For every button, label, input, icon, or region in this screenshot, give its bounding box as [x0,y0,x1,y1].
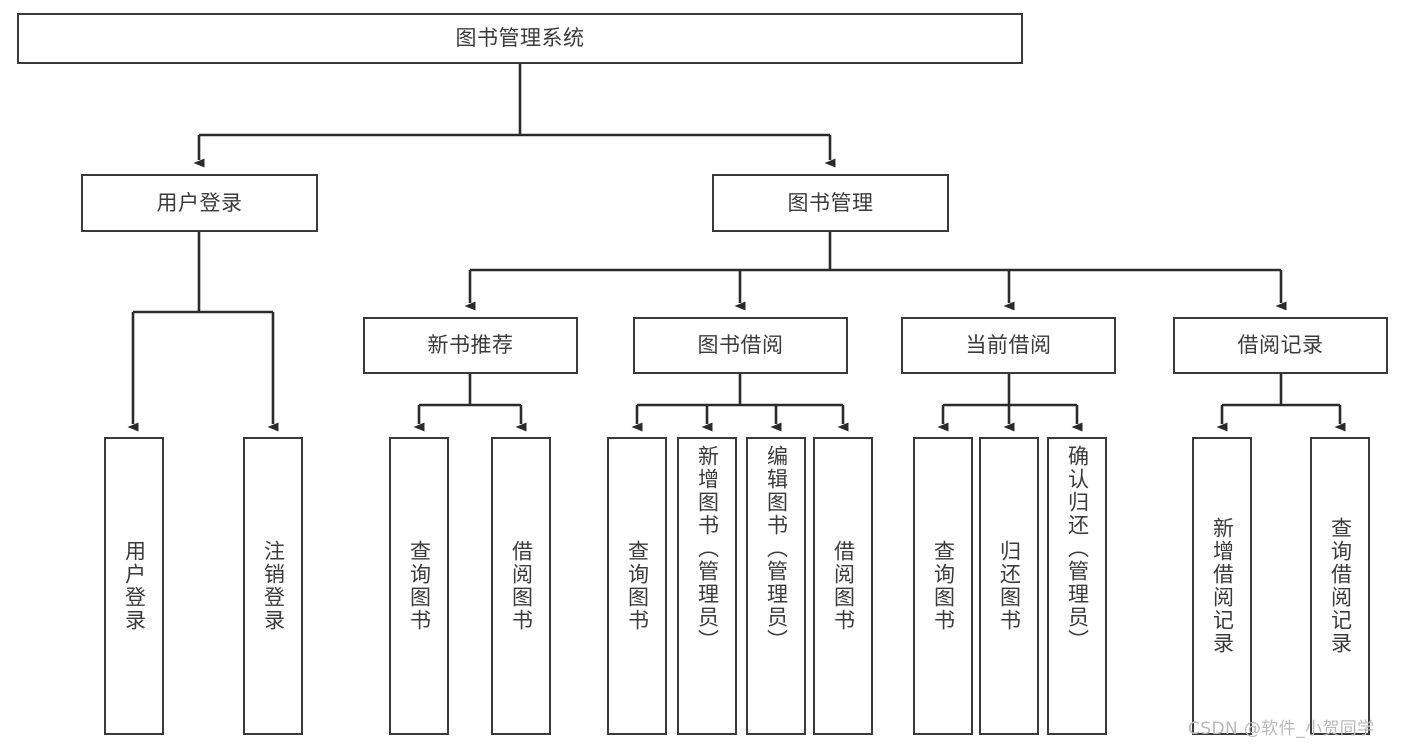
leaf-add-record[interactable]: 新增借阅记录 [1192,437,1252,735]
leaf-query-book-2[interactable]: 查询图书 [607,437,667,735]
node-user-login[interactable]: 用户登录 [81,174,318,232]
leaf-return-book[interactable]: 归还图书 [979,437,1039,735]
leaf-edit-book-label: 编辑图书（管理员） [764,445,789,652]
leaf-query-book-1-label: 查询图书 [407,540,432,632]
leaf-query-record-label: 查询借阅记录 [1328,517,1353,655]
leaf-borrow-book-1[interactable]: 借阅图书 [491,437,551,735]
leaf-logout-login-label: 注销登录 [261,540,286,632]
leaf-query-book-2-label: 查询图书 [625,540,650,632]
node-book-manage[interactable]: 图书管理 [712,174,949,232]
leaf-borrow-book-2-label: 借阅图书 [831,540,856,632]
leaf-return-book-label: 归还图书 [997,540,1022,632]
node-borrow-record[interactable]: 借阅记录 [1173,317,1388,374]
leaf-confirm-return[interactable]: 确认归还（管理员） [1047,437,1107,735]
leaf-logout-login[interactable]: 注销登录 [243,437,303,735]
leaf-add-book-label: 新增图书（管理员） [695,445,720,652]
leaf-add-book[interactable]: 新增图书（管理员） [677,437,737,735]
node-new-book-rec-label: 新书推荐 [427,333,514,358]
node-book-manage-label: 图书管理 [787,190,874,215]
leaf-query-record[interactable]: 查询借阅记录 [1310,437,1370,735]
leaf-user-login[interactable]: 用户登录 [104,437,164,735]
leaf-query-book-3[interactable]: 查询图书 [913,437,973,735]
node-current-borrow-label: 当前借阅 [965,333,1052,358]
node-user-login-label: 用户登录 [156,190,243,215]
watermark: CSDN @软件_小贺同学 [1188,719,1375,739]
node-book-borrow[interactable]: 图书借阅 [633,317,848,374]
leaf-query-book-1[interactable]: 查询图书 [389,437,449,735]
leaf-borrow-book-1-label: 借阅图书 [509,540,534,632]
node-root[interactable]: 图书管理系统 [17,13,1023,64]
node-book-borrow-label: 图书借阅 [697,333,784,358]
leaf-confirm-return-label: 确认归还（管理员） [1065,445,1090,652]
node-new-book-rec[interactable]: 新书推荐 [363,317,578,374]
node-current-borrow[interactable]: 当前借阅 [901,317,1116,374]
node-borrow-record-label: 借阅记录 [1237,333,1324,358]
leaf-user-login-label: 用户登录 [122,540,147,632]
leaf-edit-book[interactable]: 编辑图书（管理员） [746,437,806,735]
leaf-add-record-label: 新增借阅记录 [1210,517,1235,655]
node-root-label: 图书管理系统 [455,26,585,51]
leaf-borrow-book-2[interactable]: 借阅图书 [813,437,873,735]
leaf-query-book-3-label: 查询图书 [931,540,956,632]
